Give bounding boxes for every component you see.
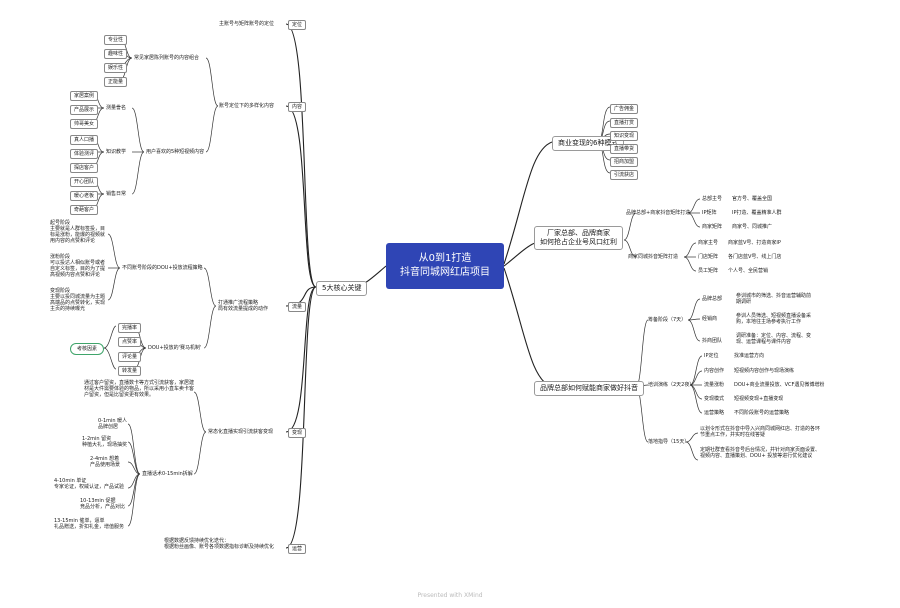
content-item[interactable]: 真人口播 [70,135,99,145]
script-step[interactable]: 2-4min 想着 产品使用场景 [90,456,121,468]
root-topic[interactable]: 从0到1打造 抖音同城网红店项目 [386,243,504,289]
subtopic-content-combo[interactable]: 常见家居陈列账号的内容组合 [134,55,200,61]
subtopic-promotion[interactable]: 打通推广流程策略 局有效流量提成的动作 [218,300,269,312]
content-item[interactable]: 开心团队 [70,177,99,187]
topic-empower-dealers[interactable]: 品牌总部如何赋能商家做好抖音 [534,381,644,396]
metric-item[interactable]: 点赞率 [118,337,142,347]
guide-item[interactable]: 以划令形式在抖音中导入兴商同城网红店、打造的各环节重点工作，并实时在线答疑 [700,426,821,438]
subtopic-guidance[interactable]: 落地指导（15天） [648,439,690,445]
metric-item[interactable]: 转发量 [118,366,142,376]
metric-item[interactable]: 评论量 [118,352,142,362]
topic-conversion[interactable]: 变现 [288,428,307,438]
monetization-item[interactable]: 招商加盟 [610,157,639,167]
plan-key[interactable]: 品牌总部 [702,296,723,302]
matrix-value[interactable]: IP打造、覆盖精准人群 [732,210,782,216]
content-item[interactable]: 正能量 [104,77,128,87]
script-step[interactable]: 4-10min 单证 专家论证，权威认证，产品试验 [54,478,125,490]
matrix-value[interactable]: 商家蓝V号、打造商家IP [728,240,781,246]
train-value[interactable]: DOU+商业流量投放、VCF遇见微博增粉 [734,382,825,388]
subtopic-stage-strategy[interactable]: 不同账号阶段的DOU+投放流程策略 [122,265,203,271]
stage-text[interactable]: 涨粉阶段 可以投达人相似账号或者自定义标签，目的为了提高视频内容点赞和评论 [50,254,106,278]
matrix-value[interactable]: 个人号、全民营销 [728,268,769,274]
topic-content[interactable]: 内容 [288,102,307,112]
topic-core-keys[interactable]: 5大核心关键 [316,281,368,296]
subtopic-sales-daily[interactable]: 销售日常 [106,191,127,197]
subtopic-account-positioning[interactable]: 主账号与矩阵账号的定位 [219,21,275,27]
topic-operation[interactable]: 运营 [288,544,307,554]
script-step[interactable]: 10-13min 促据 竞品分析，产品对比 [80,498,126,510]
content-item[interactable]: 趣味性 [104,49,128,59]
monetization-item[interactable]: 直播打赏 [610,118,639,128]
matrix-key[interactable]: 商家主号 [698,240,719,246]
matrix-key[interactable]: IP矩阵 [702,210,717,216]
content-item[interactable]: 娱乐性 [104,63,128,73]
content-item[interactable]: 探店客户 [70,163,99,173]
plan-value[interactable]: 调研准备：定位、内容、流程、变现、运营课程与课件内容 [736,333,812,345]
exam-factors-label[interactable]: 考核因素 [70,343,105,355]
root-title-line1: 从0到1打造 [418,253,472,264]
matrix-value[interactable]: 商家号、同城推广 [732,224,773,230]
script-step[interactable]: 13-15min 催单，逼单 礼品赠送，折扣礼金，增值服务 [54,518,125,530]
subtopic-dealer-matrix[interactable]: 商家同城抖音矩阵打造 [628,254,679,260]
train-key[interactable]: 流量涨粉 [704,382,725,388]
matrix-key[interactable]: 商家矩阵 [702,224,723,230]
subtopic-iteration[interactable]: 根据数据反馈持续优化迭代： 根据粉丝画像、账号各项数据指标诊断及持续优化 [164,538,275,550]
plan-value[interactable]: 参训城市的筛选、抖音运营辅助前期调研 [736,293,812,305]
train-value[interactable]: 短视频内容创作与现场演练 [734,368,795,374]
guide-item[interactable]: 定期社群查看抖音号后台情况，并针对商家页面设置、视频内容、直播策划、DOU+ 投… [700,447,821,459]
subtopic-live-stream[interactable]: 常态化直播实现引流获客变现 [208,429,274,435]
matrix-value[interactable]: 官方号、覆盖全国 [732,196,773,202]
content-item[interactable]: 体验测评 [70,149,99,159]
monetization-item[interactable]: 知识变现 [610,131,639,141]
subtopic-hq-matrix[interactable]: 品牌总部+商家抖音矩阵打造 [626,210,691,216]
matrix-key[interactable]: 总部主号 [702,196,723,202]
train-value[interactable]: 找准运营方向 [734,353,765,359]
subtopic-user-likes[interactable]: 用户喜欢的5种短视频内容 [146,149,205,155]
topic-monetization[interactable]: 商业变现的6种模式 [552,136,625,151]
content-item[interactable]: 产品展示 [70,105,99,115]
train-value[interactable]: 短视频变现+直播变现 [734,396,784,402]
subtopic-script[interactable]: 直播话术0-15min拆解 [142,471,193,477]
matrix-value[interactable]: 各门店蓝V号、线上门店 [728,254,782,260]
topic-brand-matrix[interactable]: 厂家总部、品牌商家 如何抢占企业号风口红利 [534,226,623,250]
metric-item[interactable]: 完播率 [118,323,142,333]
subtopic-knowledge[interactable]: 知识教学 [106,149,127,155]
train-value[interactable]: 不同阶段账号的运营策略 [734,410,790,416]
train-key[interactable]: 运营策略 [704,410,725,416]
content-item[interactable]: 暖心老板 [70,191,99,201]
content-item[interactable]: 帅哥美女 [70,119,99,129]
monetization-item[interactable]: 广告佣金 [610,104,639,114]
content-item[interactable]: 家居案例 [70,91,99,101]
subtopic-tutorial[interactable]: 测量誊名 [106,105,127,111]
subtopic-dou-race[interactable]: DOU+投放的'赛马机制' [148,345,202,351]
plan-key[interactable]: 抖商团队 [702,338,723,344]
plan-key[interactable]: 经销商 [702,316,718,322]
script-step[interactable]: 1-2min 留资 种植大礼，现场抽奖 [82,436,128,448]
matrix-key[interactable]: 员工矩阵 [698,268,719,274]
plan-value[interactable]: 参训人员筛选、短视频直播设备采购，本地往主场参考执行工作 [736,313,812,325]
script-step[interactable]: 0-1min 暖人 品牌创居 [98,418,128,430]
subtopic-diverse-content[interactable]: 账号定位下的多样化内容 [219,103,275,109]
conversion-intro[interactable]: 通过客户留资，直播数卡等方式引流获客，家居建材是大件需要体验的物品，所以采用小直… [84,380,195,398]
content-item[interactable]: 奇葩客户 [70,205,99,215]
stage-text[interactable]: 变现阶段 主要以投同城流量为主题高端品的点赞转化，实现主页的持续曝光 [50,288,106,312]
subtopic-prep-stage[interactable]: 筹备阶段（7天） [648,317,687,323]
root-title-line2: 抖音同城网红店项目 [400,267,490,278]
subtopic-training[interactable]: 培训演练（2天2夜） [648,382,695,388]
topic-positioning[interactable]: 定位 [288,20,307,30]
content-item[interactable]: 专业性 [104,35,128,45]
train-key[interactable]: 内容创作 [704,368,725,374]
footer-credit: Presented with XMind [417,592,483,599]
monetization-item[interactable]: 引流获店 [610,170,639,180]
monetization-item[interactable]: 直播带货 [610,144,639,154]
topic-traffic[interactable]: 流量 [288,302,307,312]
stage-text[interactable]: 起号阶段 主要就是人群标签投，目标是涨粉，能爆的视频就用内容的点赞和评论 [50,220,106,244]
matrix-key[interactable]: 门店矩阵 [698,254,719,260]
train-key[interactable]: 变现模式 [704,396,725,402]
train-key[interactable]: IP定位 [704,353,719,359]
